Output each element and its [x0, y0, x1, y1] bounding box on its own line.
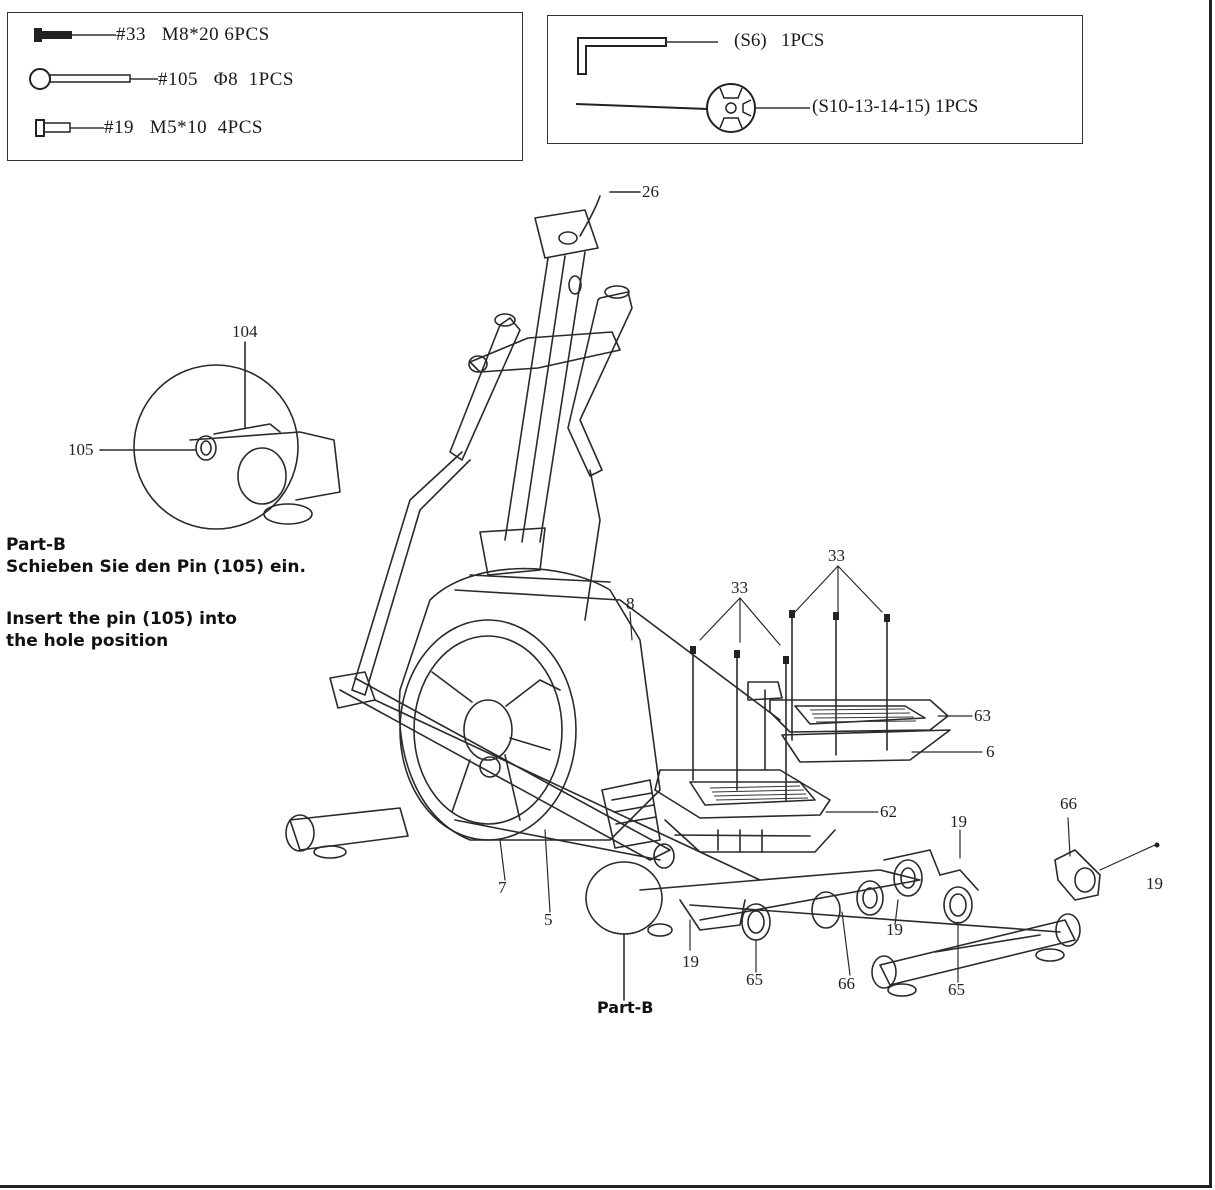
part-size: Φ8 — [213, 69, 239, 90]
bolt-icon — [34, 28, 116, 42]
callout-65-right: 65 — [948, 980, 965, 999]
callout-8: 8 — [626, 594, 635, 613]
callout-65-left: 65 — [746, 970, 763, 989]
callout-6: 6 — [986, 742, 995, 761]
tool-item-wrench: (S10-13-14-15) 1PCS — [812, 96, 978, 118]
tool-qty: 1PCS — [780, 30, 825, 51]
tool-qty: 1PCS — [934, 96, 979, 117]
tool-label: (S6) — [734, 30, 767, 51]
callout-105: 105 — [68, 440, 94, 459]
part-qty: 4PCS — [217, 117, 263, 138]
instruction-english-line1: Insert the pin (105) into — [6, 609, 237, 629]
callout-19-right: 19 — [1146, 874, 1163, 893]
pin-icon — [29, 68, 158, 90]
callout-33-right: 33 — [828, 546, 845, 565]
screw-icon — [35, 119, 104, 137]
tools-list-box: (S6) 1PCS (S10-13-14-15) 1PCS — [547, 15, 1083, 144]
hardware-icons — [29, 28, 158, 137]
part-number: #105 — [158, 69, 198, 90]
callout-7: 7 — [498, 878, 507, 897]
hardware-item-19: #19 M5*10 4PCS — [104, 117, 263, 139]
callout-63: 63 — [974, 706, 991, 725]
tool-item-s6: (S6) 1PCS — [734, 30, 824, 52]
part-size: M5*10 — [149, 117, 208, 138]
instruction-english-line2: the hole position — [6, 631, 169, 651]
part-qty: 1PCS — [248, 69, 294, 90]
callout-19-left: 19 — [682, 952, 699, 971]
hardware-item-105: #105 Φ8 1PCS — [158, 69, 294, 91]
part-number: #19 — [104, 117, 134, 138]
part-size: M8*20 — [161, 24, 220, 45]
callout-19-mid: 19 — [886, 920, 903, 939]
tool-icons — [575, 37, 810, 133]
callout-5: 5 — [544, 910, 553, 929]
callout-33-left: 33 — [731, 578, 748, 597]
part-number: #33 — [116, 24, 146, 45]
part-qty: 6PCS — [224, 24, 270, 45]
callout-19-top: 19 — [950, 812, 967, 831]
allen-key-icon — [577, 37, 718, 75]
callout-62: 62 — [880, 802, 897, 821]
multi-wrench-icon — [575, 83, 810, 133]
callout-66-bottom: 66 — [838, 974, 855, 993]
callout-104: 104 — [232, 322, 258, 341]
part-b-label: Part-B — [597, 998, 654, 1017]
instruction-german: Schieben Sie den Pin (105) ein. — [6, 557, 306, 577]
hardware-list-box: #33 M8*20 6PCS #105 Φ8 1PCS #19 M5*10 4P… — [7, 12, 523, 161]
hardware-item-33: #33 M8*20 6PCS — [116, 24, 270, 46]
tool-label: (S10-13-14-15) — [812, 96, 931, 117]
callout-66-top: 66 — [1060, 794, 1077, 813]
callout-26: 26 — [642, 182, 659, 201]
part-b-title: Part-B — [6, 535, 66, 555]
